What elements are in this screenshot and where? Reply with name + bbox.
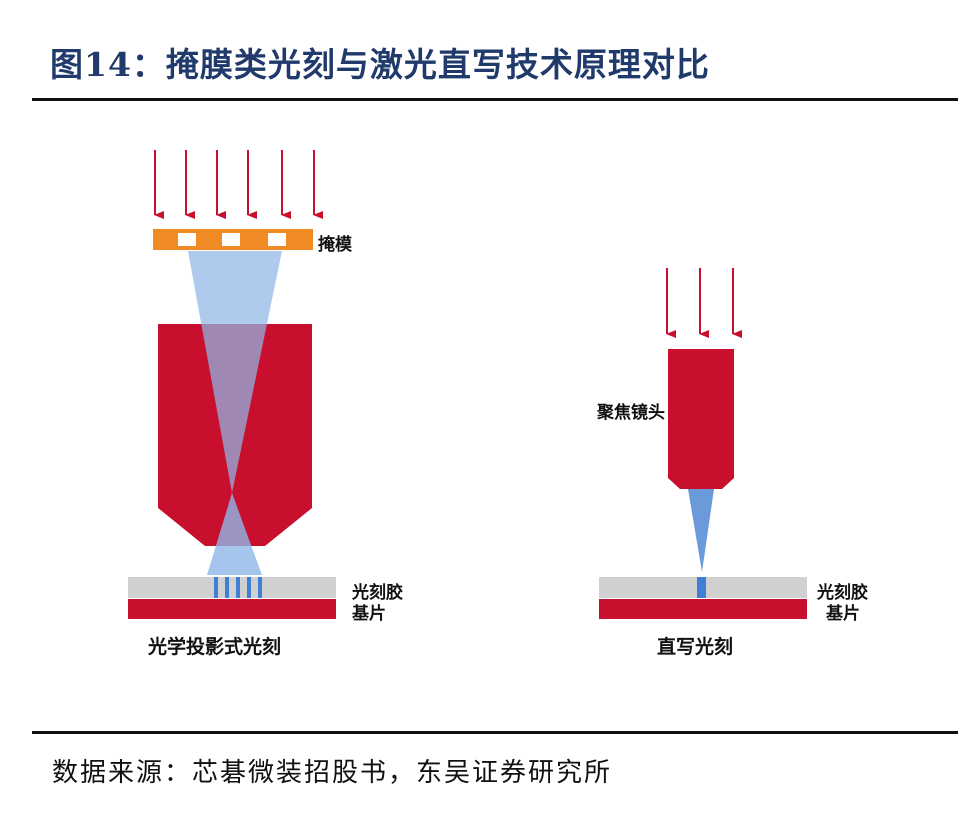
beam-diverging [207,493,262,575]
right-incident-arrows [666,268,742,338]
source-note: 数据来源：芯碁微装招股书，东吴证券研究所 [52,758,613,788]
photoresist-layer [128,577,336,598]
focused-beam [688,489,714,572]
figure-title: 图14：掩膜类光刻与激光直写技术原理对比 [50,45,710,84]
focusing-lens [668,349,734,489]
exposed-spot [697,577,706,598]
left-incident-arrows [154,150,323,219]
right-substrate-label: 基片 [826,604,860,624]
right-resist-label: 光刻胶 [817,583,868,603]
left-caption: 光学投影式光刻 [148,636,282,658]
beam-converging [188,251,282,493]
top-rule [32,98,958,101]
left-substrate-label: 基片 [352,604,386,624]
bottom-rule [32,731,958,734]
substrate-layer [599,599,807,619]
substrate-layer [128,599,336,619]
lens-label: 聚焦镜头 [597,403,665,423]
mask-label: 掩模 [318,235,352,255]
photomask [153,229,313,250]
exposed-pattern [214,577,262,598]
left-resist-label: 光刻胶 [352,583,403,603]
right-caption: 直写光刻 [657,636,734,658]
